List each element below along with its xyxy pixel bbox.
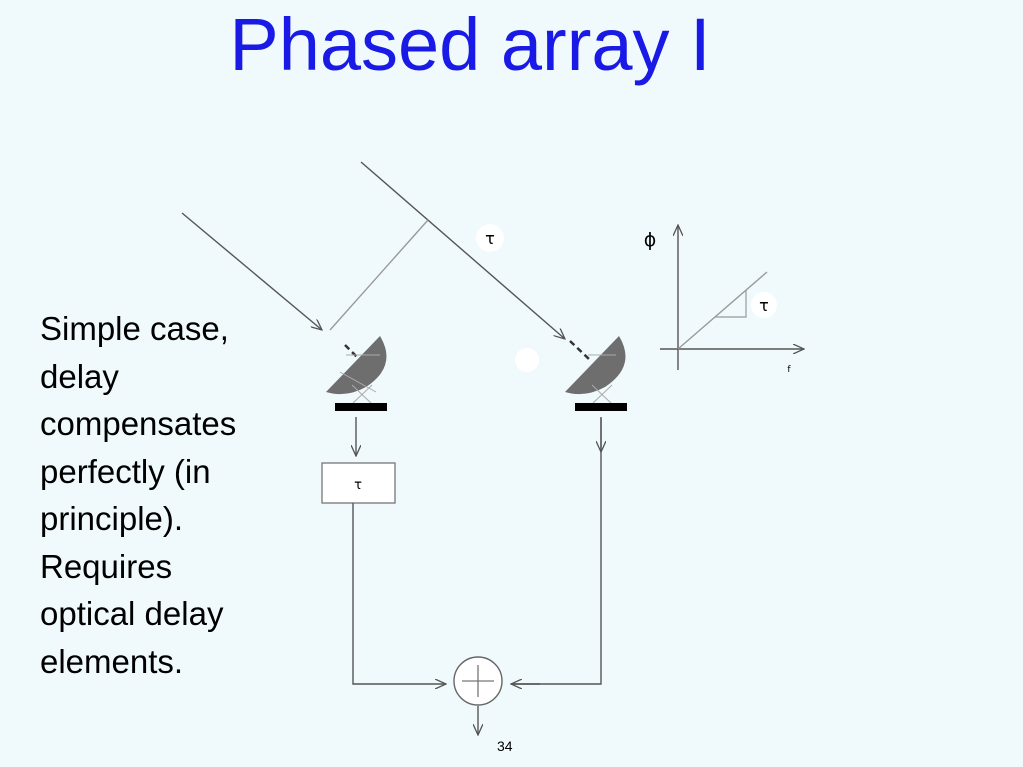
body-line: compensates [40, 405, 237, 442]
path-delay-tau-label: τ [485, 229, 495, 248]
right-signal-path [511, 417, 602, 685]
body-line: Requires [40, 547, 173, 585]
body-line: Simple case, [40, 310, 229, 347]
slope-triangle [715, 290, 747, 318]
incoming-ray-left [181, 212, 322, 330]
right-dish-antenna-icon [565, 336, 627, 411]
phase-slope-line [677, 271, 768, 350]
wavefront-line [329, 219, 429, 331]
slide-title: Phased array I [229, 3, 711, 86]
plot-x-axis-label: f [787, 365, 791, 375]
body-line: principle). [40, 500, 184, 537]
body-line: elements. [40, 642, 184, 680]
phase-frequency-plot: τ ϕ f [644, 225, 804, 375]
left-dish-antenna-icon [326, 336, 387, 411]
plot-y-axis-label: ϕ [644, 229, 657, 251]
slope-tau-label: τ [759, 296, 769, 315]
slope-label-bg [751, 292, 777, 318]
page-number: 34 [497, 738, 513, 754]
body-line: optical delay [40, 595, 224, 632]
highlight-blob [515, 348, 539, 372]
slide-body-text: Simple case, delay compensates perfectly… [40, 305, 310, 685]
left-signal-path [352, 503, 446, 684]
body-line: perfectly (in [40, 452, 211, 490]
incoming-ray-right [360, 161, 565, 339]
body-line: delay [40, 357, 119, 395]
tau-label-bg [476, 224, 504, 252]
delay-element-tau-label: τ [354, 478, 362, 493]
summing-junction-icon [453, 656, 503, 706]
delay-element-box [321, 462, 396, 504]
